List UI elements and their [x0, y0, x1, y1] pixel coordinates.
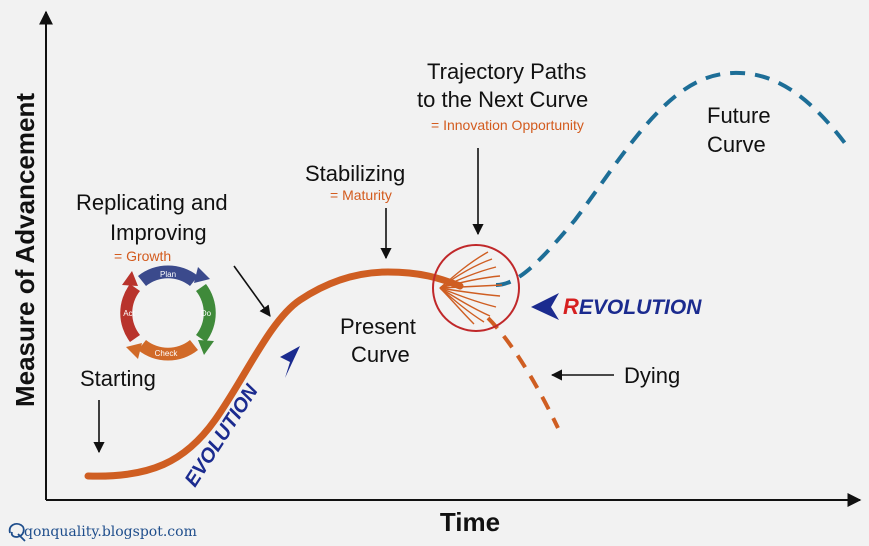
pdca-segment-do	[196, 284, 216, 342]
q-monogram-icon	[8, 522, 26, 542]
innovation-label: = Innovation Opportunity	[431, 117, 584, 133]
revolution-label-r: R	[563, 294, 579, 319]
watermark: qonquality.blogspot.com	[8, 522, 197, 542]
pdca-arrow-plan-icon	[194, 267, 210, 283]
evolution-arrowhead-icon	[280, 346, 300, 378]
x-axis-title: Time	[440, 507, 500, 537]
trajectory-label-line2: to the Next Curve	[417, 87, 588, 112]
present-curve-label-line1: Present	[340, 314, 416, 339]
trajectory-circle	[432, 244, 520, 332]
trajectory-label-line1: Trajectory Paths	[427, 59, 586, 84]
dying-curve	[486, 316, 560, 429]
evolution-label-group: EVOLUTION	[181, 380, 263, 490]
maturity-label: = Maturity	[330, 187, 392, 203]
pdca-do-label: Do	[201, 309, 212, 318]
pdca-arrow-do-icon	[198, 340, 214, 355]
dying-label: Dying	[624, 363, 680, 388]
revolution-label-rest: EVOLUTION	[579, 296, 702, 319]
growth-arrow	[233, 265, 271, 317]
revolution-arrowhead-icon	[531, 293, 559, 320]
starting-label: Starting	[80, 366, 156, 391]
evolution-label: EVOLUTION	[181, 380, 263, 490]
pdca-arrow-act-icon	[122, 271, 138, 286]
watermark-text: qonquality.blogspot.com	[24, 524, 197, 540]
pdca-cycle: Plan Do Check Act	[120, 265, 216, 361]
present-curve	[84, 268, 464, 480]
replicating-label-line1: Replicating and	[76, 190, 228, 215]
pdca-segment-plan	[138, 265, 198, 286]
y-axis-title: Measure of Advancement	[10, 93, 40, 407]
growth-label: = Growth	[114, 248, 171, 264]
revolution-label: REVOLUTION	[563, 294, 702, 319]
replicating-label-line2: Improving	[110, 220, 207, 245]
pdca-arrow-check-icon	[126, 343, 142, 359]
future-curve-label-line1: Future	[707, 103, 771, 128]
stabilizing-label: Stabilizing	[305, 161, 405, 186]
pdca-check-label: Check	[155, 349, 179, 358]
present-curve-label-line2: Curve	[351, 342, 410, 367]
trajectory-fan	[439, 251, 503, 325]
pdca-act-label: Act	[123, 309, 135, 318]
pdca-segment-act	[120, 284, 140, 342]
pdca-plan-label: Plan	[160, 270, 176, 279]
pdca-segment-check	[138, 340, 198, 361]
future-curve-label-line2: Curve	[707, 132, 766, 157]
